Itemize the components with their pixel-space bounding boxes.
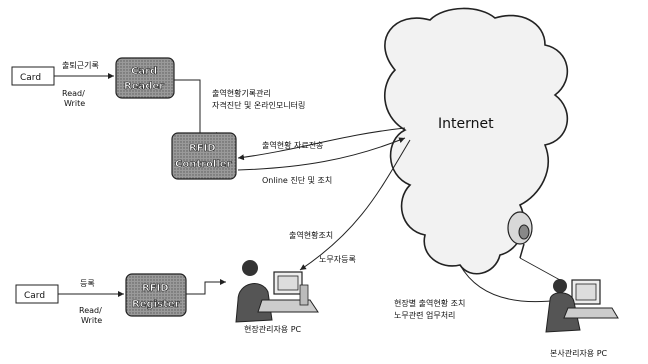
label-site-pc: 현장관리자용 PC	[244, 324, 302, 334]
label-hq-task-2: 노무관련 업무처리	[394, 310, 455, 320]
internet-label: Internet	[438, 116, 494, 132]
card-reader-box: Card Reader	[115, 57, 175, 99]
label-register: 등록	[80, 279, 95, 288]
svg-text:Controller: Controller	[175, 159, 232, 170]
arrow-internet-to-controller	[237, 127, 406, 161]
connector-dish-to-hq	[519, 257, 561, 281]
label-worker-register: 노무자등록	[319, 255, 356, 264]
label-bottom-rw-2: Write	[81, 316, 102, 325]
label-reader-controller-1: 출역현황기록관리	[212, 88, 271, 98]
hq-pc-user-icon	[545, 279, 619, 333]
svg-text:Card: Card	[20, 73, 41, 83]
label-site-inquiry: 출역현황조치	[289, 230, 333, 240]
arrow-register-to-site-pc	[186, 279, 226, 295]
label-data-transfer: 출역현황 자료전송	[262, 140, 323, 150]
label-online-diagnosis: Online 진단 및 조치	[262, 175, 332, 185]
svg-text:RFID: RFID	[142, 283, 169, 294]
svg-text:Register: Register	[132, 299, 180, 310]
satellite-dish-icon	[507, 211, 533, 259]
card-top: Card	[11, 66, 55, 86]
rfid-register-box: RFID Register	[125, 273, 187, 317]
svg-text:Card: Card	[24, 291, 45, 301]
label-hq-task-1: 현장별 출역현황 조치	[394, 298, 465, 308]
label-hq-pc: 본사관리자용 PC	[550, 348, 608, 358]
site-pc-user-icon	[235, 260, 319, 323]
card-bottom: Card	[15, 284, 59, 304]
arrow-internet-to-hq-pc	[459, 264, 561, 304]
label-top-card-action: 출퇴근기록	[62, 60, 99, 70]
label-reader-controller-2: 자격진단 및 온라인모니터링	[212, 100, 305, 110]
svg-text:RFID: RFID	[189, 143, 216, 154]
arrow-controller-to-internet	[237, 137, 406, 171]
rfid-controller-box: RFID Controller	[171, 132, 237, 180]
arrow-internet-to-site-pc	[299, 139, 411, 271]
svg-text:Reader: Reader	[124, 81, 164, 92]
label-top-rw-2: Write	[64, 99, 85, 108]
svg-text:Card: Card	[131, 66, 157, 77]
label-top-rw-1: Read/	[62, 89, 85, 98]
label-bottom-rw-1: Read/	[79, 306, 102, 315]
internet-cloud: Internet	[383, 7, 569, 275]
